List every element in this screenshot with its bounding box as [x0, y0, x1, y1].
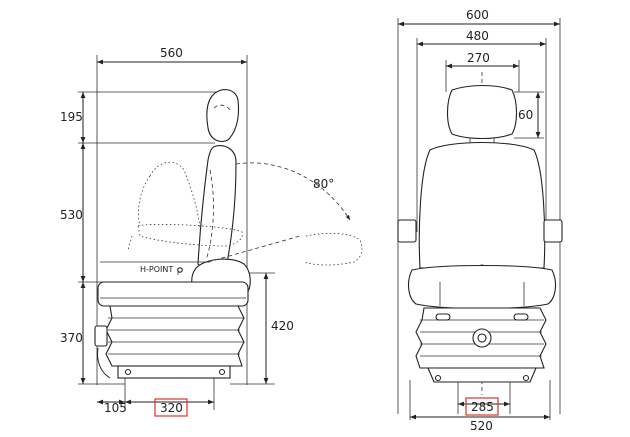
front-bellows — [415, 307, 547, 369]
dim-530-label: 530 — [60, 208, 83, 222]
side-base-plate — [117, 365, 231, 379]
highlight-box-320 — [154, 398, 188, 417]
front-backrest — [418, 142, 546, 269]
front-armrest-right — [543, 219, 563, 243]
dim-320-label: 320 — [160, 401, 183, 415]
front-base-plate — [427, 367, 537, 383]
dim-270-label: 270 — [467, 51, 490, 65]
front-armrest-left — [397, 219, 417, 243]
dim-520-label: 520 — [470, 419, 493, 433]
recline-angle: 80° — [207, 162, 351, 263]
dim-195-label: 195 — [60, 110, 83, 124]
dim-armrest-width: 480 — [416, 29, 547, 232]
angle-80-label: 80° — [313, 177, 334, 191]
h-point-marker: H-POINT — [100, 261, 210, 275]
dim-headrest-height: 60 — [514, 91, 544, 139]
side-view: 560 195 530 370 420 105 — [60, 46, 363, 417]
front-view: 600 480 270 60 — [397, 8, 563, 433]
dim-vertical-left: 195 530 370 — [60, 91, 225, 385]
dim-480-label: 480 — [466, 29, 489, 43]
ghost-reclined-seat — [127, 162, 363, 266]
dim-bottom-side: 105 320 — [97, 372, 215, 417]
side-backrest — [197, 145, 237, 271]
dim-60-label: 60 — [518, 108, 533, 122]
dim-600-label: 600 — [466, 8, 489, 22]
dim-headrest-width: 270 — [445, 51, 520, 92]
dim-285-label: 285 — [471, 400, 494, 414]
side-base-top — [97, 281, 249, 307]
dim-seat-height: 420 — [230, 272, 294, 385]
dim-overall-width-front: 600 — [397, 8, 561, 414]
side-bellows — [105, 305, 245, 367]
h-point-label: H-POINT — [140, 265, 173, 274]
dim-footprint-width: 520 — [409, 380, 551, 433]
dim-560-label: 560 — [160, 46, 183, 60]
front-headrest — [446, 84, 518, 140]
dim-base-width: 285 — [457, 382, 511, 416]
dim-420-label: 420 — [271, 319, 294, 333]
dim-370-label: 370 — [60, 331, 83, 345]
front-seat-cushion — [407, 264, 557, 310]
side-headrest — [206, 89, 240, 143]
dim-105-label: 105 — [104, 401, 127, 415]
side-adjust-lever — [94, 325, 108, 347]
